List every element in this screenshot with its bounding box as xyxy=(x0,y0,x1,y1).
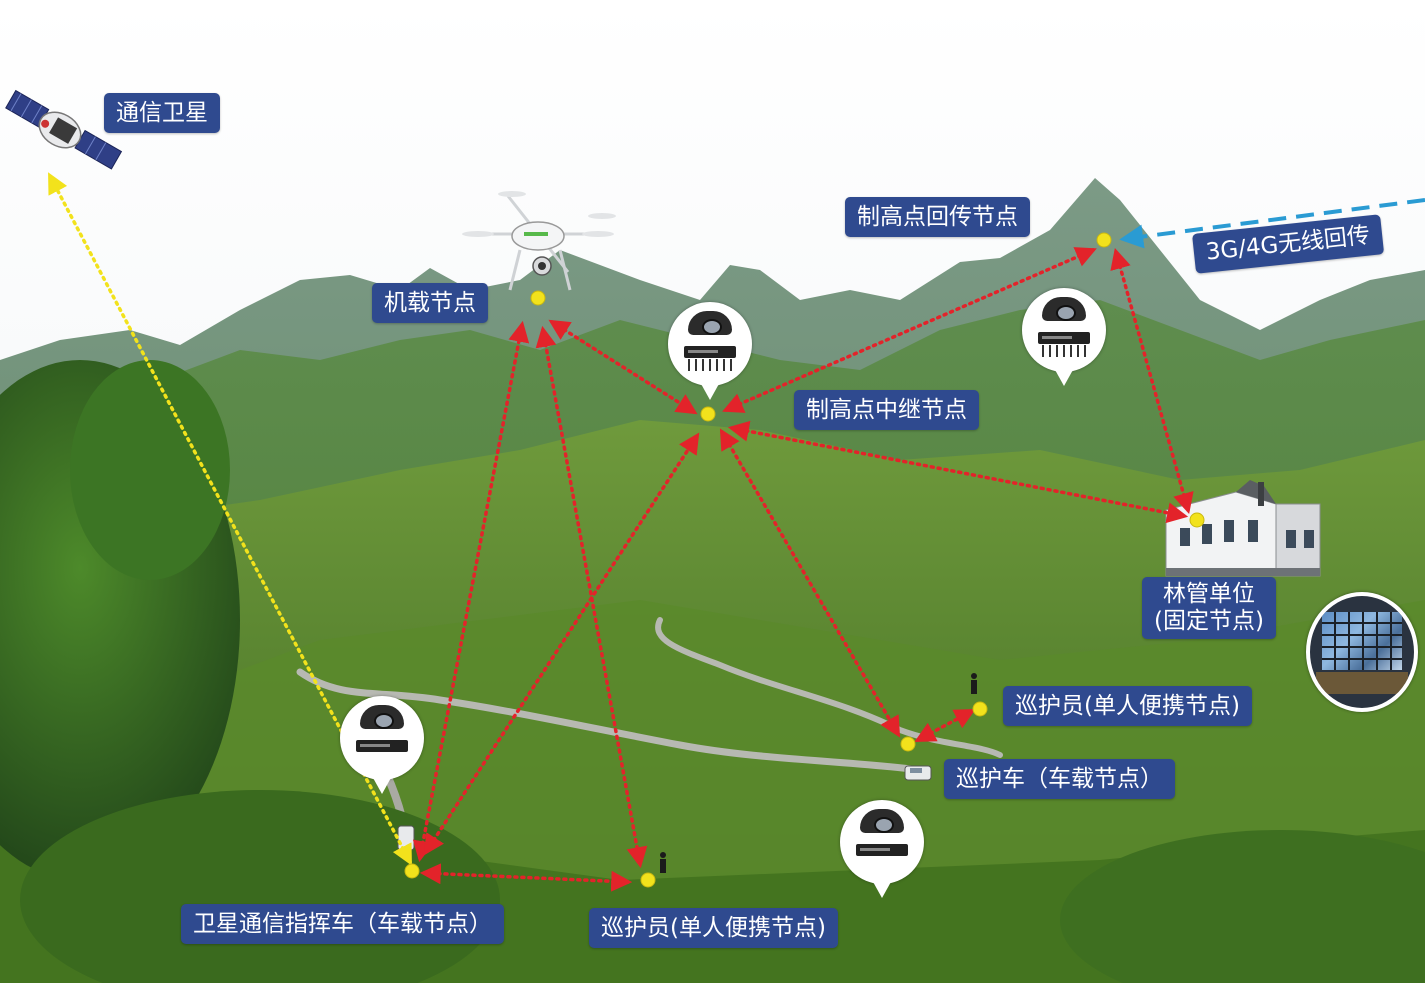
node-dot-forestry xyxy=(1189,512,1205,528)
camera-lens-icon xyxy=(874,817,894,833)
camera-lens-icon xyxy=(702,319,722,335)
label-forestry-unit-line2: (固定节点) xyxy=(1154,608,1264,634)
link-wireless-backhaul xyxy=(1119,198,1425,249)
cables-icon xyxy=(688,359,732,371)
camera-bubble-return xyxy=(1022,288,1106,386)
link-car-person-right xyxy=(914,709,976,742)
camera-lens-icon xyxy=(374,713,394,729)
dvr-icon xyxy=(356,740,408,752)
monitor-desk xyxy=(1316,672,1408,694)
label-patrol-person-bottom: 巡护员(单人便携节点) xyxy=(589,908,838,948)
node-dot-person-bottom xyxy=(640,872,656,888)
label-patrol-car: 巡护车（车载节点） xyxy=(944,759,1175,799)
label-satellite: 通信卫星 xyxy=(104,93,220,133)
label-patrol-person-right: 巡护员(单人便携节点) xyxy=(1003,686,1252,726)
patrol-person-bottom-icon xyxy=(660,852,666,873)
bush-right xyxy=(1060,830,1425,983)
drone-icon xyxy=(462,191,616,291)
patrol-person-right-icon xyxy=(971,673,977,694)
dvr-icon xyxy=(1038,332,1090,344)
label-high-return-node: 制高点回传节点 xyxy=(845,197,1030,237)
monitor-wall-icon xyxy=(1306,592,1418,712)
cables-icon xyxy=(1042,345,1086,357)
node-dot-return xyxy=(1096,232,1112,248)
red-link-group xyxy=(412,247,1194,892)
node-dot-relay xyxy=(700,406,716,422)
label-command-vehicle: 卫星通信指挥车（车载节点） xyxy=(181,904,504,944)
label-forestry-unit-line1: 林管单位 xyxy=(1162,581,1255,607)
dvr-icon xyxy=(684,346,736,358)
link-relay-car xyxy=(719,428,901,738)
camera-lens-icon xyxy=(1056,305,1076,321)
building-icon xyxy=(1165,480,1321,577)
label-uav-node: 机载节点 xyxy=(372,283,488,323)
link-vehicle-person-bottom xyxy=(419,863,633,892)
link-vehicle-relay xyxy=(423,432,700,856)
link-relay-return xyxy=(722,247,1097,413)
camera-bubble-vehicle xyxy=(340,696,424,794)
camera-bubble-relay xyxy=(668,302,752,400)
node-dot-person-right xyxy=(972,701,988,717)
label-high-relay-node: 制高点中继节点 xyxy=(794,390,979,430)
camera-bubble-car xyxy=(840,800,924,898)
command-vehicle-icon xyxy=(397,825,415,851)
node-dot-car xyxy=(900,736,916,752)
patrol-car-icon xyxy=(904,765,932,781)
dvr-icon xyxy=(856,844,908,856)
node-dot-uav xyxy=(530,290,546,306)
node-dot-vehicle xyxy=(404,863,420,879)
satellite-icon xyxy=(5,89,123,170)
link-uav-relay xyxy=(548,319,698,415)
link-return-forestry xyxy=(1110,247,1194,515)
label-forestry-unit: 林管单位 (固定节点) xyxy=(1142,577,1276,639)
monitor-screens xyxy=(1322,612,1402,670)
node-dot-group xyxy=(404,232,1205,888)
